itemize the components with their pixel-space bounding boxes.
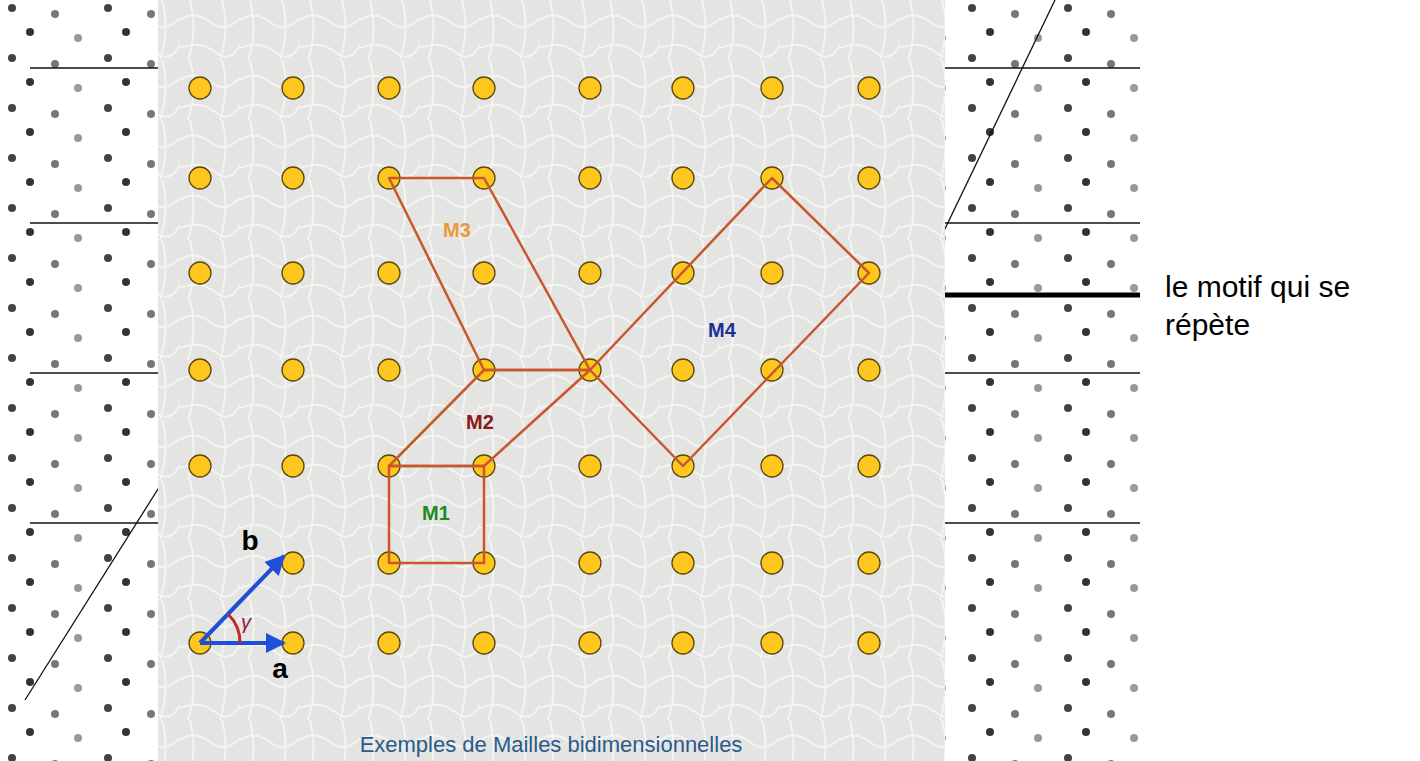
unit-cell: M1 bbox=[389, 466, 484, 563]
cell-label: M1 bbox=[422, 502, 450, 525]
basis-vectors bbox=[200, 556, 284, 643]
lattice-nodes bbox=[189, 77, 880, 654]
unit-cell: M2 bbox=[389, 370, 590, 466]
atom-field bbox=[0, 0, 1150, 761]
lattice-panel bbox=[158, 0, 945, 761]
angle-label: γ bbox=[241, 610, 251, 635]
cell-outline bbox=[389, 178, 590, 370]
cell-label: M4 bbox=[708, 319, 736, 342]
vector-label: b bbox=[241, 523, 258, 558]
cell-label: M3 bbox=[443, 219, 471, 242]
caption: Exemples de Mailles bidimensionnelles bbox=[360, 732, 743, 758]
leader-line bbox=[945, 293, 1140, 298]
annotation-text: le motif qui se répète bbox=[1165, 268, 1405, 343]
unit-cell: M4 bbox=[590, 178, 869, 466]
unit-cell: M3 bbox=[389, 178, 590, 370]
cell-label: M2 bbox=[466, 411, 494, 434]
vector-label: a bbox=[272, 651, 288, 686]
